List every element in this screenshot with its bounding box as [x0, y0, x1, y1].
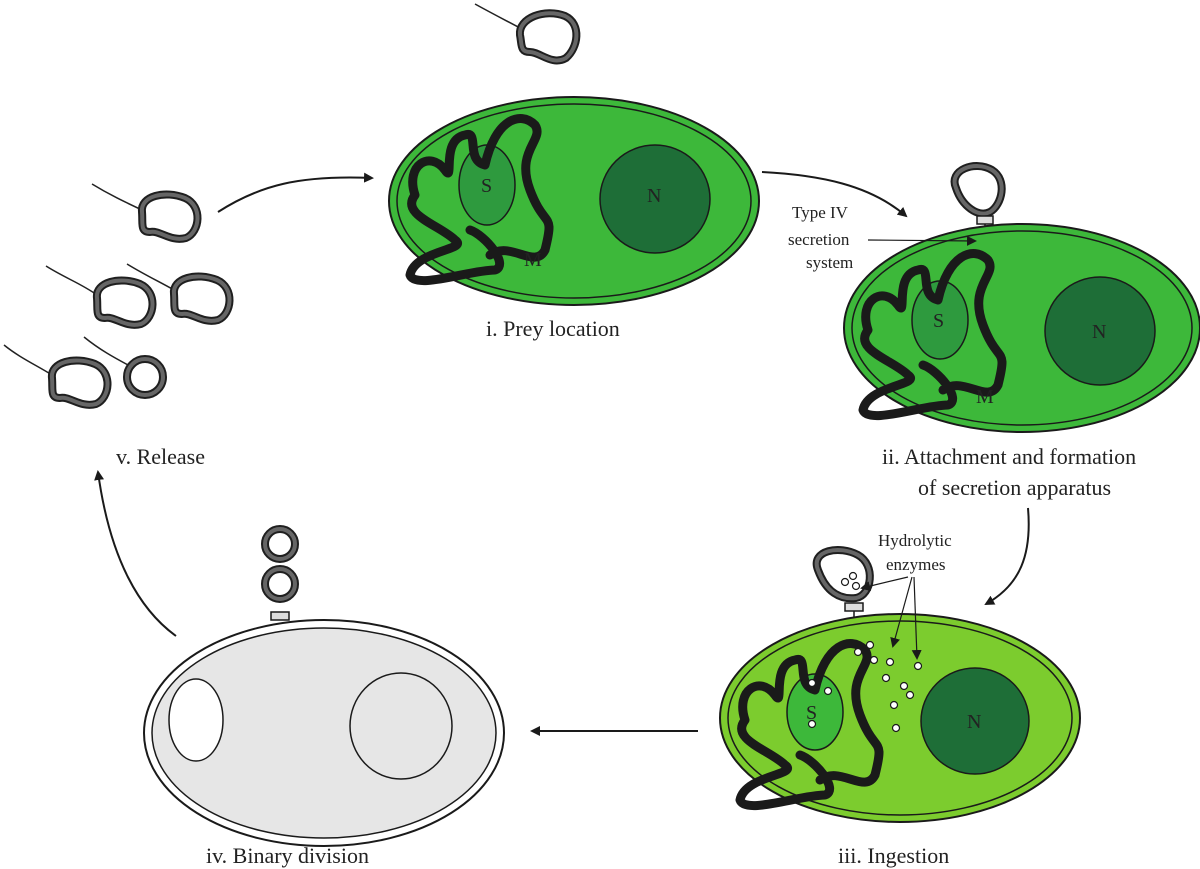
starch-label: S: [481, 175, 492, 197]
stage-release: v. Release: [3, 183, 234, 469]
type-iv-label-line2: secretion: [788, 230, 850, 249]
released-bacterium-2: [45, 265, 157, 329]
type-iv-label-line1: Type IV: [792, 203, 849, 222]
empty-nucleus-space: [349, 672, 453, 780]
released-bacterium-3: [126, 263, 234, 325]
mitochondrion: [858, 249, 1007, 421]
stage-ingestion: S N Hydrolytic enzymes iii. Ingestion: [719, 531, 1081, 868]
hydrolytic-label-line1: Hydrolytic: [878, 531, 952, 550]
arrow-division-to-release: [94, 470, 177, 637]
starch-label: S: [933, 310, 944, 332]
dividing-bacteria: [261, 525, 299, 621]
arrow-prey-to-attachment: [761, 171, 908, 218]
attached-bacterium: [950, 162, 1006, 248]
mitochondrion-label: M: [524, 249, 542, 271]
hydrolytic-label-line2: enzymes: [886, 555, 945, 574]
mitochondrion-label: M: [976, 386, 994, 408]
empty-vacuole: [168, 678, 224, 762]
stage-binary-division: iv. Binary division: [143, 525, 505, 868]
hydrolytic-pointer-arrows: [860, 576, 922, 660]
stage-v-caption: v. Release: [116, 444, 205, 469]
ingesting-bacterium: [812, 546, 874, 635]
released-bacterium-4: [3, 344, 112, 409]
nucleus-label: N: [647, 185, 661, 207]
stage-attachment: S N M Type IV secretion system ii. Attac…: [788, 162, 1200, 500]
enzyme-vesicles: [807, 640, 923, 733]
swimming-bacterium-top: [474, 3, 581, 65]
cycle-arrows: [94, 171, 1030, 736]
type-iv-label-line3: system: [806, 253, 853, 272]
stage-prey-location: S N M i. Prey location: [388, 3, 760, 341]
mitochondrion: [735, 639, 884, 811]
arrow-attachment-to-ingestion: [984, 507, 1030, 605]
nucleus-label: N: [967, 711, 981, 733]
nucleus: [599, 144, 711, 254]
released-bacterium-1: [91, 183, 202, 243]
type-iv-pointer-arrow: [867, 235, 977, 246]
stage-ii-caption-line1: ii. Attachment and formation: [882, 444, 1136, 469]
nucleus-label: N: [1092, 321, 1106, 343]
arrow-release-to-prey: [217, 172, 374, 213]
nucleus: [920, 667, 1030, 775]
starch-label: S: [806, 702, 817, 724]
mitochondrion: [405, 114, 554, 286]
stage-iii-caption: iii. Ingestion: [838, 843, 949, 868]
released-bacterium-5: [83, 336, 167, 399]
nucleus: [1044, 276, 1156, 386]
stage-i-caption: i. Prey location: [486, 316, 620, 341]
stage-ii-caption-line2: of secretion apparatus: [918, 475, 1111, 500]
stage-iv-caption: iv. Binary division: [206, 843, 369, 868]
